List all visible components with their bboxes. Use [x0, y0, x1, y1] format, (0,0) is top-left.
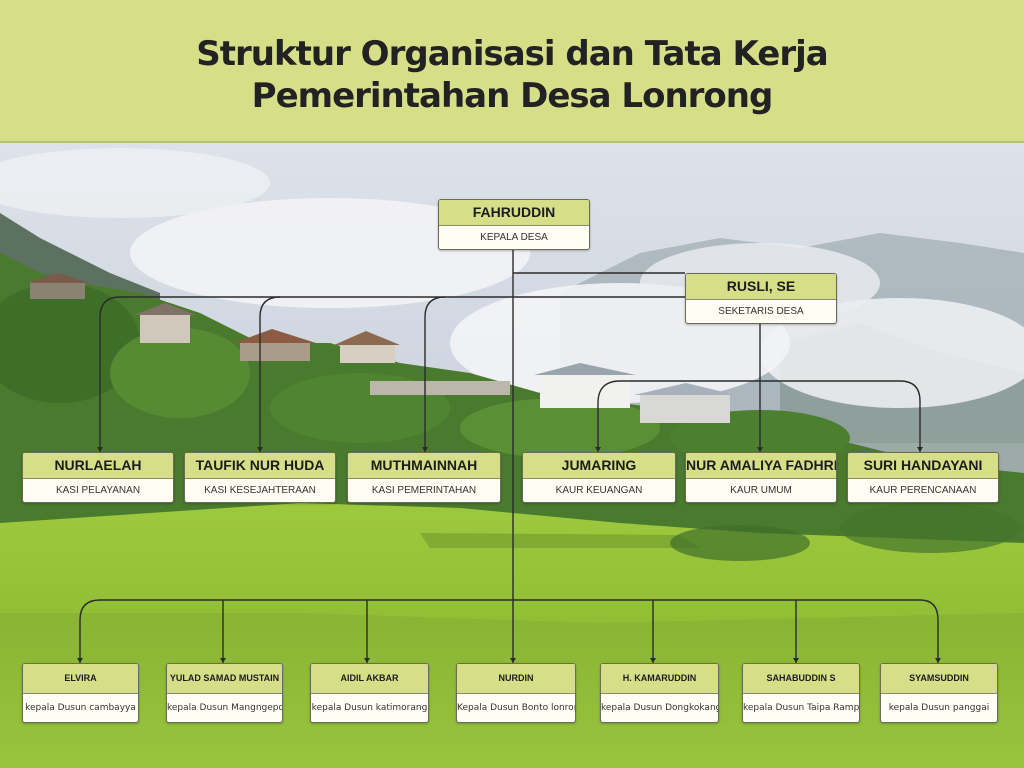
org-card-staff-3: JUMARING KAUR KEUANGAN	[522, 452, 676, 503]
line-dusun-0	[79, 599, 101, 663]
arrow-staff-3	[595, 447, 601, 452]
arrow-dusun-2	[364, 658, 370, 663]
org-card-kepala-desa: FAHRUDDIN KEPALA DESA	[438, 199, 590, 250]
org-card-staff-2: MUTHMAINNAH KASI PEMERINTAHAN	[347, 452, 501, 503]
card-name: H. KAMARUDDIN	[601, 664, 718, 694]
card-role: KAUR KEUANGAN	[555, 485, 643, 496]
card-name: SAHABUDDIN S	[743, 664, 859, 694]
card-role: KASI KESEJAHTERAAN	[204, 485, 316, 496]
card-role: kepala Dusun cambayya	[25, 703, 136, 713]
arrow-dusun-5	[793, 658, 799, 663]
card-role: KAUR PERENCANAAN	[869, 485, 977, 496]
card-name: JUMARING	[523, 453, 675, 479]
line-staff-5	[620, 380, 921, 452]
arrow-staff-5	[917, 447, 923, 452]
org-card-staff-4: NUR AMALIYA FADHRIANTY KAUR UMUM	[685, 452, 837, 503]
line-dusun-6	[919, 599, 939, 663]
card-role: kepala Dusun Mangngepong	[167, 703, 282, 713]
org-card-dusun-4: H. KAMARUDDIN kepala Dusun Dongkokang	[600, 663, 719, 723]
org-card-dusun-1: YULAD SAMAD MUSTAIN kepala Dusun Mangngep…	[166, 663, 283, 723]
org-card-dusun-6: SYAMSUDDIN kepala Dusun panggai	[880, 663, 998, 723]
title-banner: Struktur Organisasi dan Tata Kerja Pemer…	[0, 0, 1024, 143]
org-card-dusun-2: AIDIL AKBAR kepala Dusun katimorang	[310, 663, 429, 723]
card-name: YULAD SAMAD MUSTAIN	[167, 664, 282, 694]
card-role: kepala Dusun panggai	[888, 703, 990, 713]
card-name: MUTHMAINNAH	[348, 453, 500, 479]
card-role: KASI PEMERINTAHAN	[371, 485, 477, 496]
card-name: NURDIN	[457, 664, 575, 694]
card-name: AIDIL AKBAR	[311, 664, 428, 694]
card-name: NUR AMALIYA FADHRIANTY	[686, 453, 836, 479]
trunk-arrow	[510, 658, 516, 663]
card-name: RUSLI, SE	[686, 274, 836, 300]
card-name: FAHRUDDIN	[439, 200, 589, 226]
arrow-staff-0	[97, 447, 103, 452]
card-name: SYAMSUDDIN	[881, 664, 997, 694]
title-line-2: Pemerintahan Desa Lonrong	[251, 76, 774, 116]
org-card-dusun-5: SAHABUDDIN S kepala Dusun Taipa Rampang	[742, 663, 860, 723]
card-name: ELVIRA	[23, 664, 138, 694]
org-card-dusun-0: ELVIRA kepala Dusun cambayya	[22, 663, 139, 723]
connector-lines	[77, 248, 941, 663]
card-role: kepala Dusun katimorang	[311, 703, 428, 713]
card-role: kepala Dusun Dongkokang	[601, 703, 718, 713]
card-name: SURI HANDAYANI	[848, 453, 998, 479]
org-card-sekretaris: RUSLI, SE SEKETARIS DESA	[685, 273, 837, 324]
arrow-dusun-6	[935, 658, 941, 663]
org-card-staff-1: TAUFIK NUR HUDA KASI KESEJAHTERAAN	[184, 452, 336, 503]
arrow-staff-1	[257, 447, 263, 452]
card-role: KEPALA DESA	[480, 232, 548, 243]
card-role: Kepala Dusun Bonto lonrong	[457, 703, 575, 713]
card-role: KAUR UMUM	[730, 485, 792, 496]
arrow-dusun-1	[220, 658, 226, 663]
arrow-staff-2	[422, 447, 428, 452]
line-staff-0	[99, 296, 685, 452]
arrow-dusun-4	[650, 658, 656, 663]
line-staff-2	[424, 296, 446, 452]
org-card-dusun-3: NURDIN Kepala Dusun Bonto lonrong	[456, 663, 576, 723]
title-line-1: Struktur Organisasi dan Tata Kerja	[196, 34, 828, 74]
card-role: SEKETARIS DESA	[718, 306, 804, 317]
card-role: KASI PELAYANAN	[55, 485, 141, 496]
line-staff-3	[597, 380, 621, 452]
line-staff-1	[259, 296, 281, 452]
org-card-staff-5: SURI HANDAYANI KAUR PERENCANAAN	[847, 452, 999, 503]
card-name: TAUFIK NUR HUDA	[185, 453, 335, 479]
arrow-staff-4	[757, 447, 763, 452]
card-role: kepala Dusun Taipa Rampang	[743, 703, 859, 713]
card-name: NURLAELAH	[23, 453, 173, 479]
org-card-staff-0: NURLAELAH KASI PELAYANAN	[22, 452, 174, 503]
arrow-dusun-0	[77, 658, 83, 663]
